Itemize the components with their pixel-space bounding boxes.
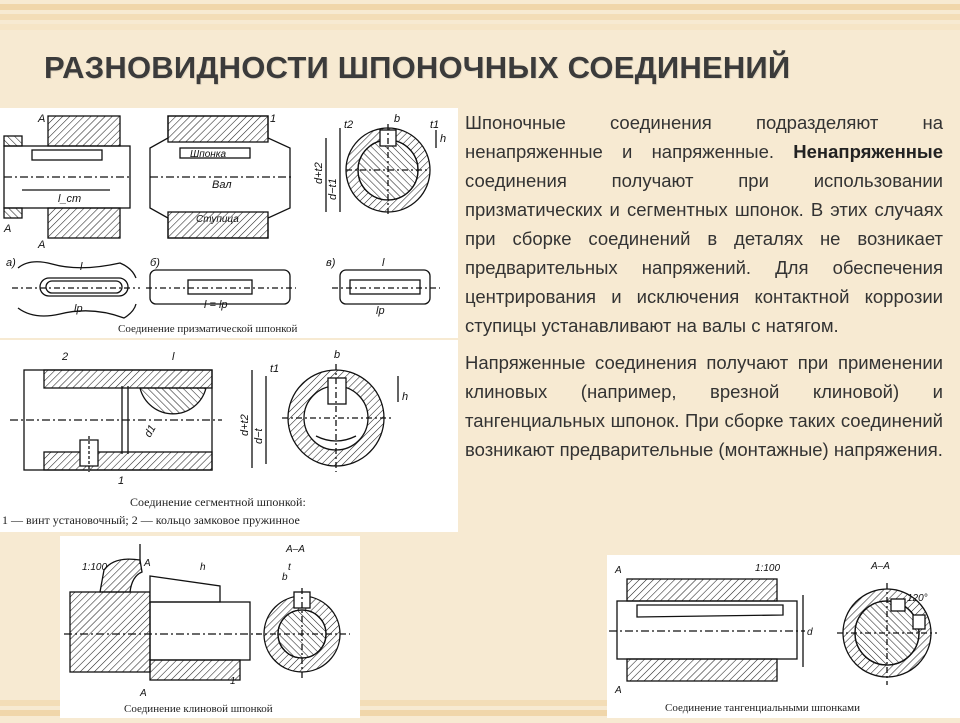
wedge-label-section: А–А (285, 544, 305, 555)
background-strip (0, 4, 960, 10)
label-variant-a: а) (6, 257, 16, 269)
label-dim-left: d+t2 (313, 162, 325, 184)
tangential-label-d: d (807, 627, 813, 638)
wedge-label-num1: 1 (230, 676, 236, 687)
label-variant-v: в) (326, 257, 336, 269)
tangential-label-a1: А (614, 565, 622, 576)
background-strip (0, 710, 960, 716)
wedge-key-drawing: 1:100 А А А–А h b t 1 Соединение клиново… (64, 544, 350, 715)
body-text: Шпоночные соединения подразделяют на нен… (465, 108, 943, 472)
tangential-label-a2: А (614, 685, 622, 696)
prismatic-caption: Соединение призматической шпонкой (118, 323, 298, 335)
segment-label-l: l (172, 351, 175, 363)
label-t1: t1 (430, 119, 439, 131)
segment-label-h: h (402, 391, 408, 403)
tangential-label-angle: 120° (907, 593, 928, 604)
label-dim-right: d−t1 (327, 178, 339, 200)
tangential-caption: Соединение тангенциальными шпонками (665, 702, 860, 714)
wedge-label-a1: А (143, 558, 151, 569)
segment-key-drawing: 2 l 1 d1 b h t1 d+t2 d−t Соединение сегм… (2, 349, 408, 527)
label-l-eq: l = lр (204, 299, 228, 311)
label-l-a: l (80, 261, 83, 273)
label-b: b (394, 113, 400, 125)
prismatic-key-figure: А А А 1 l_cm Шпонка Вал Ступица b h t1 t… (0, 108, 458, 338)
wedge-label-slope: 1:100 (82, 562, 107, 573)
wedge-label-a2: А (139, 688, 147, 699)
slide-title: РАЗНОВИДНОСТИ ШПОНОЧНЫХ СОЕДИНЕНИЙ (44, 50, 791, 85)
paragraph-1: Шпоночные соединения подразделяют на нен… (465, 108, 943, 340)
label-l-v: l (382, 257, 385, 269)
segment-label-d1: d1 (142, 423, 159, 440)
segment-label-dim-left: d+t2 (239, 414, 251, 436)
segment-label-dim-right: d−t (253, 427, 265, 444)
background-strip (0, 700, 960, 706)
label-stupica: Ступица (196, 214, 239, 225)
wedge-label-h: h (200, 562, 206, 573)
tangential-label-slope: 1:100 (755, 563, 780, 574)
paragraph-2: Напряженные соединения получают при прим… (465, 352, 943, 460)
background-strip (0, 24, 960, 30)
wedge-key-figure: 1:100 А А А–А h b t 1 Соединение клиново… (60, 536, 360, 718)
wedge-caption: Соединение клиновой шпонкой (124, 703, 273, 715)
segment-label-t1: t1 (270, 363, 279, 375)
segment-key-figure: 2 l 1 d1 b h t1 d+t2 d−t Соединение сегм… (0, 340, 458, 532)
segment-label-num1: 1 (118, 475, 124, 487)
segment-label-b: b (334, 349, 340, 361)
wedge-label-b: b (282, 572, 288, 583)
label-lp-v: lр (376, 305, 385, 317)
label-shponka: Шпонка (190, 149, 226, 160)
label-val: Вал (212, 179, 232, 191)
label-lp-a: lр (74, 303, 83, 315)
label-a-top: А (37, 113, 45, 125)
label-lcm: l_cm (58, 193, 81, 205)
paragraph-1-rest: соединения получают при использовании пр… (465, 170, 943, 336)
segment-caption: Соединение сегментной шпонкой: (130, 495, 306, 509)
paragraph-1-bold: Ненапряженные (793, 141, 944, 162)
paragraph-1-start: Шпоночные соединения подразделяют на нен… (465, 112, 943, 162)
tangential-key-drawing: А А 1:100 А–А 120° d Соединение тангенци… (609, 561, 937, 714)
prismatic-key-drawing: А А А 1 l_cm Шпонка Вал Ступица b h t1 t… (3, 113, 446, 335)
label-t2: t2 (344, 119, 353, 131)
tangential-key-figure: А А 1:100 А–А 120° d Соединение тангенци… (607, 555, 960, 718)
background-strip (0, 14, 960, 20)
wedge-label-t: t (288, 562, 292, 573)
tangential-label-section: А–А (870, 561, 890, 572)
label-variant-b: б) (150, 257, 160, 269)
label-h: h (440, 133, 446, 145)
label-num1: 1 (270, 113, 276, 125)
label-a-bottom: А (37, 239, 45, 251)
segment-legend: 1 — винт установочный; 2 — кольцо замков… (2, 513, 300, 527)
segment-label-num2: 2 (61, 351, 68, 363)
label-a-left: А (3, 223, 11, 235)
